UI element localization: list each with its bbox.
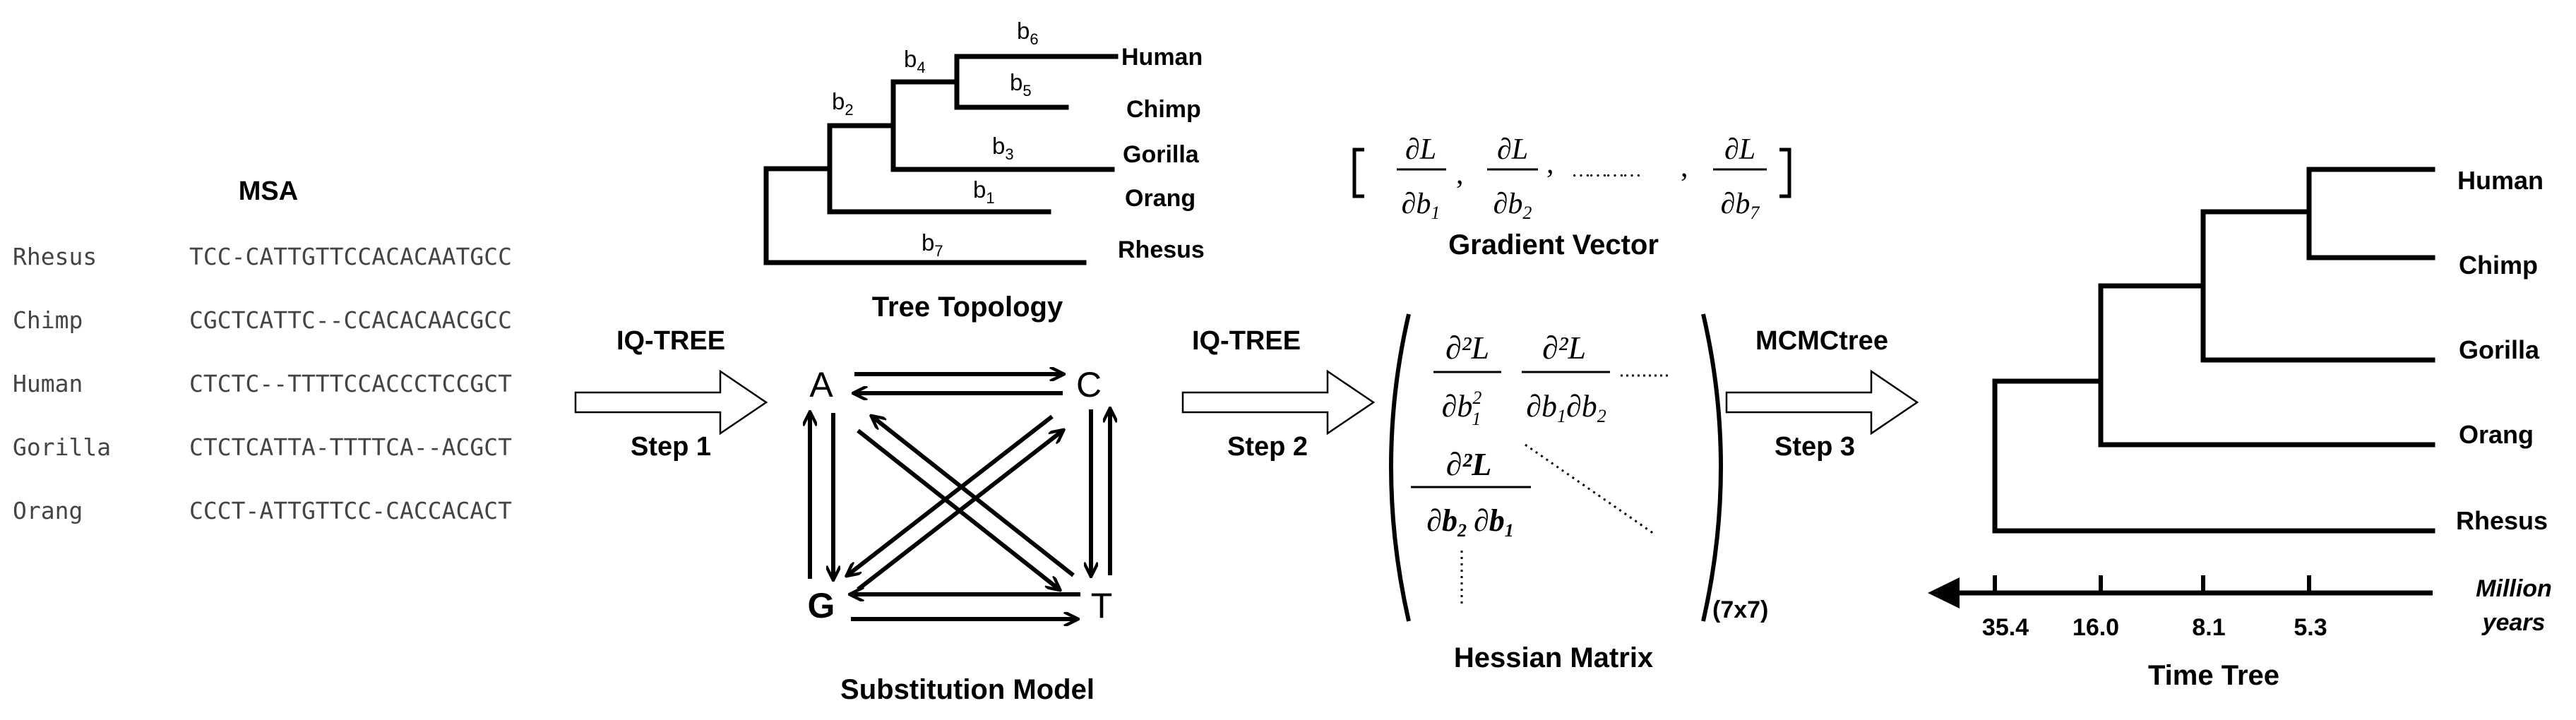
tick-label-35-4: 35.4 [1982, 614, 2029, 641]
msa-seq-gorilla: CTCTCATTA-TTTTCA--ACGCT [189, 433, 512, 461]
step1-tool-label: IQ-TREE [616, 326, 725, 356]
svg-text:∂b1: ∂b1 [1402, 188, 1441, 223]
hessian-diagonal-dots [1525, 443, 1657, 536]
svg-text:∂b7: ∂b7 [1721, 188, 1760, 223]
topology-taxon-rhesus: Rhesus [1118, 236, 1205, 263]
gradient-term-2: ∂L ∂b2 [1487, 133, 1538, 223]
substitution-model-title: Substitution Model [840, 674, 1095, 705]
branch-label-b7: b7 [922, 229, 943, 260]
hessian-size: (7x7) [1712, 596, 1768, 623]
svg-text:∂L: ∂L [1497, 133, 1528, 166]
time-tree [1992, 167, 2435, 534]
tick-label-5-3: 5.3 [2294, 614, 2327, 641]
tree-topology-title: Tree Topology [872, 292, 1063, 323]
gradient-term-7: ∂L ∂b7 [1713, 133, 1767, 223]
step3-tool-label: MCMCtree [1755, 326, 1888, 356]
msa-name-human: Human [13, 370, 83, 397]
step3-group: MCMCtree Step 3 [1725, 326, 1919, 462]
gradient-left-bracket [1352, 148, 1364, 198]
time-tree-title: Time Tree [2148, 660, 2279, 691]
time-taxon-rhesus: Rhesus [2456, 506, 2548, 535]
msa-title: MSA [239, 176, 298, 206]
topology-taxon-gorilla: Gorilla [1123, 141, 1200, 168]
hessian-entry-21: ∂²L ∂b2∂b1 [1411, 446, 1531, 541]
branch-label-b3: b3 [992, 133, 1014, 163]
tick-label-8-1: 8.1 [2192, 614, 2225, 641]
tree-topology [763, 54, 1119, 265]
branch-label-b5: b5 [1010, 69, 1032, 100]
msa-name-rhesus: Rhesus [13, 243, 97, 270]
time-taxon-gorilla: Gorilla [2459, 335, 2540, 364]
step2-arrow [1181, 369, 1376, 436]
gradient-ellipsis: ………… [1571, 160, 1640, 181]
msa-name-orang: Orang [13, 497, 83, 524]
time-taxon-orang: Orang [2459, 420, 2534, 449]
step2-tool-label: IQ-TREE [1192, 326, 1301, 356]
svg-text:∂L: ∂L [1724, 133, 1755, 166]
gradient-comma-2: , [1546, 148, 1554, 180]
time-axis-arrowhead [1928, 577, 1960, 608]
time-taxon-chimp: Chimp [2459, 251, 2538, 280]
step1-group: IQ-TREE Step 1 [574, 326, 768, 462]
svg-text:∂b2∂b1: ∂b2∂b1 [1426, 503, 1514, 541]
gradient-vector: ∂L ∂b1 , ∂L ∂b2 , ………… , ∂L ∂b7 Gradient… [1352, 133, 1791, 260]
nucleotide-t: T [1091, 586, 1113, 625]
msa-seq-chimp: CGCTCATTC--CCACACAACGCC [189, 306, 512, 334]
branch-label-b6: b6 [1017, 18, 1039, 48]
msa-name-chimp: Chimp [13, 306, 83, 334]
tick-label-16-0: 16.0 [2073, 614, 2119, 641]
nucleotide-c: C [1076, 365, 1102, 404]
hessian-right-paren [1701, 313, 1723, 622]
arrow-g-to-c [857, 431, 1063, 592]
step3-label: Step 3 [1775, 432, 1855, 462]
gradient-comma-3: , [1681, 151, 1688, 184]
hessian-matrix-title: Hessian Matrix [1454, 642, 1653, 673]
svg-text:∂²L: ∂²L [1542, 330, 1586, 366]
branch-label-b2: b2 [832, 88, 854, 119]
step3-arrow [1725, 369, 1919, 436]
time-axis: 35.4 16.0 8.1 5.3 Million years Time Tre… [1928, 575, 2552, 691]
hessian-left-paren [1389, 313, 1411, 622]
arrow-t-to-a [872, 416, 1075, 577]
svg-text:∂²L: ∂²L [1445, 330, 1489, 366]
substitution-model: A C G T Substitution Model [808, 365, 1113, 705]
arrow-c-to-g [847, 414, 1054, 575]
msa-panel: MSA Rhesus TCC-CATTGTTCCACACAATGCC Chimp… [13, 176, 512, 524]
svg-text:∂b21: ∂b21 [1442, 388, 1482, 429]
msa-seq-rhesus: TCC-CATTGTTCCACACAATGCC [189, 243, 512, 270]
nucleotide-g: G [808, 586, 835, 625]
svg-text:∂L: ∂L [1405, 133, 1436, 166]
msa-name-gorilla: Gorilla [13, 433, 111, 461]
svg-text:∂²L: ∂²L [1446, 446, 1492, 482]
gradient-right-bracket [1779, 148, 1791, 198]
hessian-entry-12: ∂²L ∂b1∂b2 [1522, 330, 1610, 426]
gradient-term-1: ∂L ∂b1 [1397, 133, 1446, 223]
svg-text:∂b1∂b2: ∂b1∂b2 [1526, 389, 1606, 426]
step1-label: Step 1 [631, 432, 711, 462]
step1-arrow [574, 369, 768, 436]
axis-unit-line1: Million [2476, 575, 2552, 602]
gradient-vector-title: Gradient Vector [1448, 229, 1659, 260]
axis-unit-line2: years [2481, 609, 2546, 636]
svg-text:∂b2: ∂b2 [1493, 188, 1532, 223]
gradient-comma-1: , [1456, 158, 1464, 191]
step2-label: Step 2 [1227, 432, 1308, 462]
branch-label-b4: b4 [904, 46, 926, 76]
topology-taxon-chimp: Chimp [1126, 96, 1201, 123]
step2-group: IQ-TREE Step 2 [1181, 326, 1376, 462]
topology-taxon-orang: Orang [1125, 185, 1195, 212]
branch-label-b1: b1 [973, 176, 995, 207]
time-taxon-human: Human [2457, 166, 2544, 195]
msa-seq-orang: CCCT-ATTGTTCC-CACCACACT [189, 497, 512, 524]
msa-seq-human: CTCTC--TTTTCCACCCTCCGCT [189, 370, 512, 397]
topology-taxon-human: Human [1121, 44, 1203, 71]
time-tree-labels: Human Chimp Gorilla Orang Rhesus [2456, 166, 2548, 535]
tree-topology-labels: b6 b4 b5 b2 b3 b1 b7 Human Chimp Gorilla… [832, 18, 1205, 323]
nucleotide-a: A [809, 365, 833, 404]
